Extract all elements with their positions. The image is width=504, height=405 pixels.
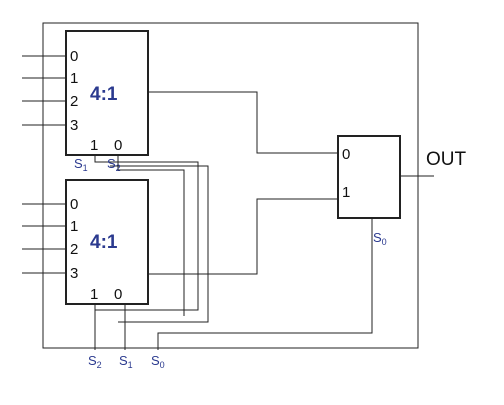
mux-bottom-label: 4:1 [90,232,118,253]
mux-top-pin-3: 3 [70,117,78,134]
external-s2-label: S2 [88,353,102,370]
external-s1-label: S1 [119,353,133,370]
mux-bottom-pin-0: 0 [70,196,78,213]
wire-top-mux-s2 [110,165,209,323]
wire-bottom-mux-to-final-in1 [148,198,338,275]
external-s0-label: S0 [151,353,165,370]
mux-bottom-box [65,179,149,305]
mux-top-label: 4:1 [90,84,118,105]
wire-top-mux-s1 [94,155,199,311]
mux-top-s2-label: S2 [107,156,121,173]
output-label: OUT [426,149,467,170]
mux-final-pin-1: 1 [342,184,350,201]
mux-final-pin-0: 0 [342,146,350,163]
mux-top-select-pin-1: 1 [90,137,98,154]
mux-bottom-select-pin-0: 0 [114,286,122,303]
outer-frame [42,22,419,349]
wire-top-mux-to-final-in0 [148,91,338,154]
mux-top-pin-2: 2 [70,93,78,110]
mux-bottom-pin-1: 1 [70,218,78,235]
mux-bottom-pin-3: 3 [70,265,78,282]
wire-s0 [157,218,373,350]
mux-final-s0-label: S0 [373,230,387,247]
mux-top-pin-0: 0 [70,48,78,65]
mux-final-box [337,135,401,219]
mux-top-pin-1: 1 [70,70,78,87]
mux-bottom-select-pin-1: 1 [90,286,98,303]
mux-top-box [65,30,149,156]
mux-top-s1-label: S1 [74,156,88,173]
wire-top-mux-s2-route [117,155,185,316]
mux-bottom-pin-2: 2 [70,241,78,258]
mux-top-select-pin-0: 0 [114,137,122,154]
